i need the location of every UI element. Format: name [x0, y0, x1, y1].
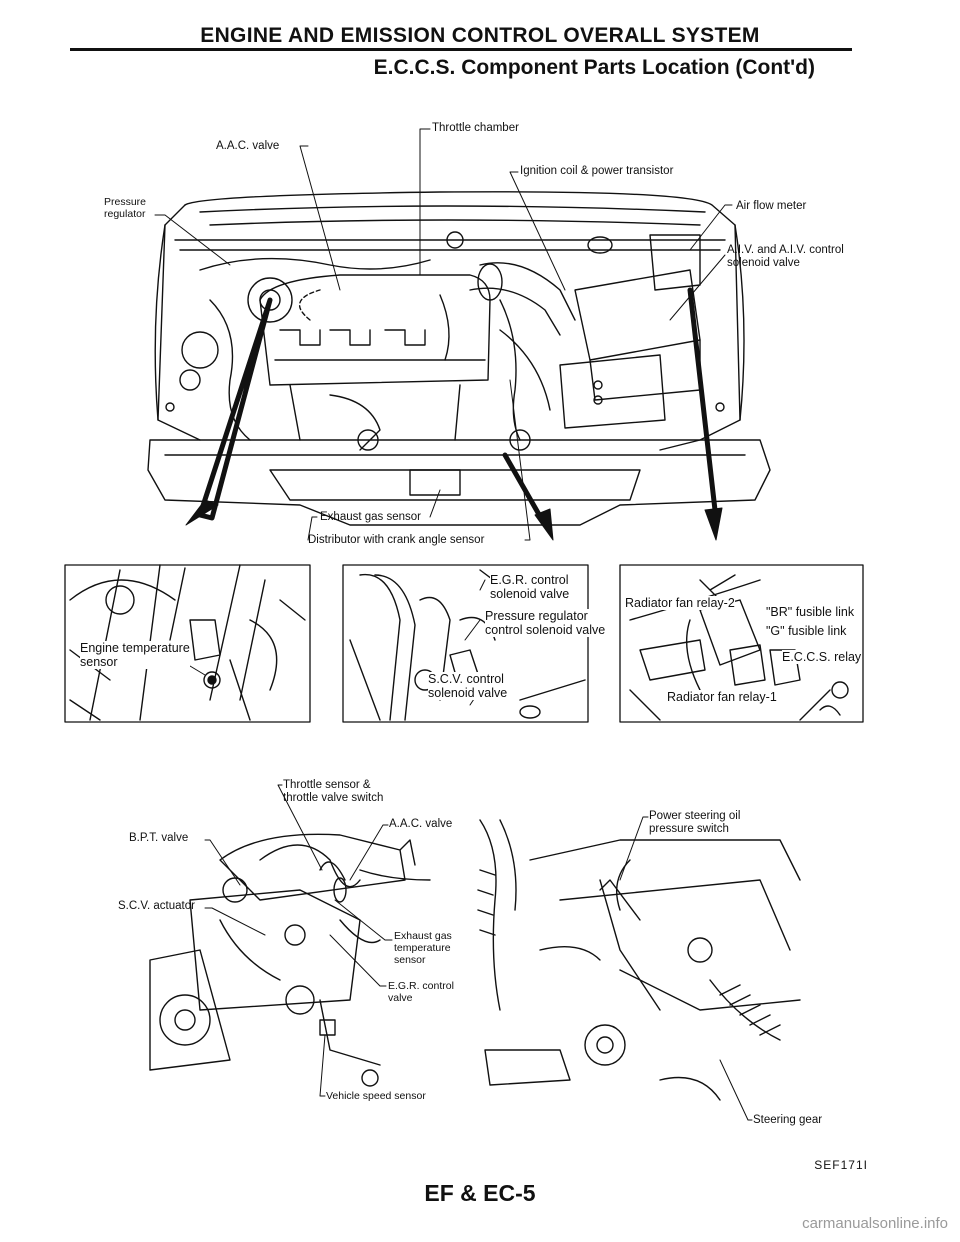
watermark: carmanualsonline.info — [802, 1215, 948, 1232]
label-air-flow-meter: Air flow meter — [736, 200, 807, 212]
bottom-left-engine-illustration — [149, 833, 431, 1087]
label-radiator-fan-relay-2: Radiator fan relay-2 — [625, 596, 735, 610]
label-vehicle-speed-sensor: Vehicle speed sensor — [326, 1090, 426, 1102]
bottom-right-leader-lines — [619, 816, 753, 1121]
label-pressure-regulator-solenoid: Pressure regulator control solenoid valv… — [485, 609, 606, 637]
label-exhaust-gas-temperature-sensor: Exhaust gas temperature sensor — [394, 930, 452, 966]
label-egr-control-valve: E.G.R. control valve — [388, 980, 454, 1004]
label-ignition-coil: Ignition coil & power transistor — [520, 165, 674, 177]
label-throttle-sensor: Throttle sensor & throttle valve switch — [283, 779, 384, 804]
label-distributor: Distributor with crank angle sensor — [308, 534, 485, 546]
main-callout-arrows — [185, 287, 723, 541]
label-exhaust-gas-sensor: Exhaust gas sensor — [320, 511, 422, 523]
label-radiator-fan-relay-1: Radiator fan relay-1 — [667, 690, 777, 704]
main-engine-bay-illustration — [147, 191, 771, 526]
bottom-left-leader-lines — [204, 784, 393, 1097]
label-scv-control-solenoid: S.C.V. control solenoid valve — [428, 672, 508, 700]
page-title: ENGINE AND EMISSION CONTROL OVERALL SYST… — [200, 24, 760, 47]
bottom-right-steering-illustration — [477, 819, 801, 1101]
label-power-steering-switch: Power steering oil pressure switch — [649, 810, 741, 835]
label-eccs-relay: E.C.C.S. relay — [782, 650, 862, 664]
figure-code: SEF171I — [814, 1158, 868, 1172]
label-throttle-chamber: Throttle chamber — [432, 122, 519, 134]
label-bpt-valve: B.P.T. valve — [129, 832, 189, 844]
label-pressure-regulator: Pressure regulator — [104, 196, 147, 220]
label-br-fusible-link: "BR" fusible link — [766, 605, 855, 619]
page-number: EF & EC-5 — [424, 1180, 536, 1206]
label-aac-valve-bottom: A.A.C. valve — [389, 818, 453, 830]
label-engine-temperature-sensor: Engine temperature sensor — [80, 641, 190, 669]
label-g-fusible-link: "G" fusible link — [766, 624, 847, 638]
label-aiv-solenoid: A.I.V. and A.I.V. control solenoid valve — [727, 244, 844, 269]
label-scv-actuator: S.C.V. actuator — [118, 900, 195, 912]
page-subtitle: E.C.C.S. Component Parts Location (Cont'… — [373, 56, 815, 79]
label-egr-control-solenoid: E.G.R. control solenoid valve — [490, 573, 570, 601]
main-leader-lines — [154, 128, 733, 541]
header-rule — [70, 48, 852, 51]
label-steering-gear: Steering gear — [753, 1114, 823, 1126]
label-aac-valve-main: A.A.C. valve — [216, 140, 280, 152]
